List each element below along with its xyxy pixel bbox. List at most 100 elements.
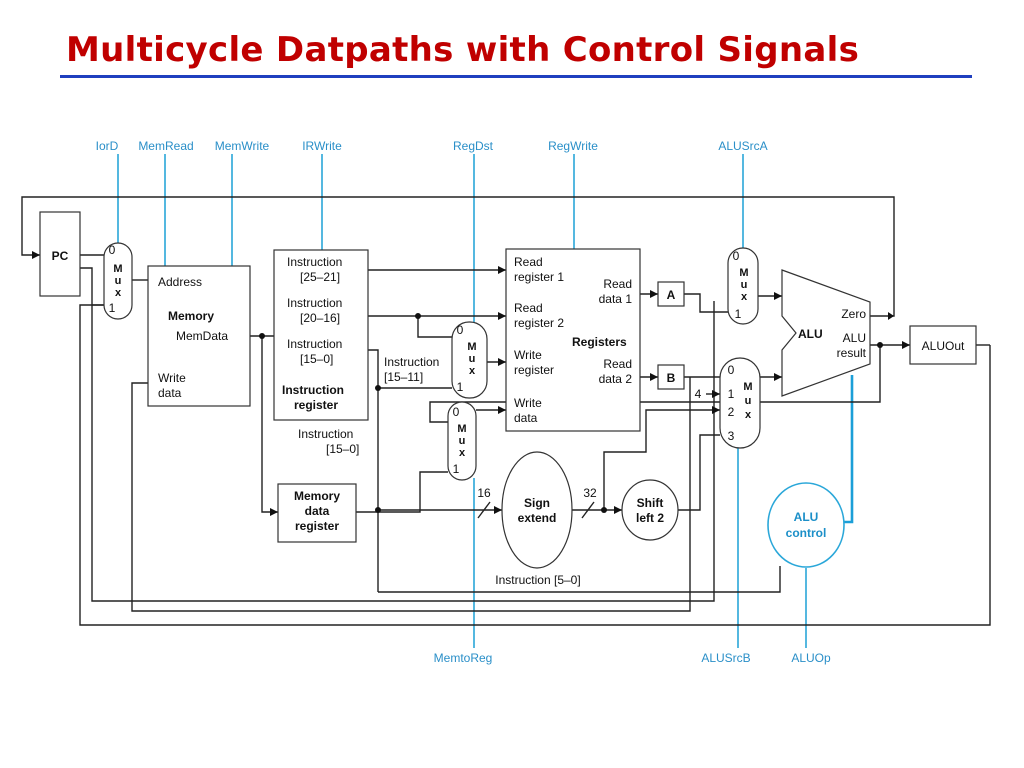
bus32-tick [581,501,595,519]
bus-width-32: 32 [583,486,597,500]
junction-dot [375,385,381,391]
alu-control-unit [767,482,845,568]
signal-regdst: RegDst [453,139,494,153]
mux-input-0: 0 [457,323,464,337]
instruction-register [273,249,369,421]
mux-input-1: 1 [453,462,460,476]
reg-read-reg2-line2: register 2 [514,316,564,330]
ir-title-line2: register [294,398,338,412]
register-b [657,364,685,390]
arrowhead [650,290,658,298]
ir-title-line1: Instruction [282,383,344,397]
arrowhead [498,406,506,414]
mux-label-u: u [459,435,466,447]
alu-result-line1: ALU [843,331,866,345]
memory-title: Memory [168,309,214,323]
signal-iord: IorD [96,139,119,153]
mux-label-m: M [743,381,752,393]
arrowhead [614,506,622,514]
instr-5-0-label: Instruction [5–0] [495,573,580,587]
arrowhead [498,266,506,274]
memory-data-label: data [158,386,182,400]
bus16-tick [477,501,491,519]
arrowhead [650,373,658,381]
signext-to-mux-wire [603,409,720,510]
funct-to-alucontrol-wire [378,566,781,593]
signal-regwrite: RegWrite [548,139,598,153]
alu-label: ALU [798,327,823,341]
mux-label-m: M [739,267,748,279]
arrowhead [712,390,720,398]
bus-width-16: 16 [477,486,491,500]
mux-input-1: 1 [109,301,116,315]
reg-read-reg2-line1: Read [514,301,543,315]
mux-input-1: 1 [735,307,742,321]
regdst-mux [451,321,488,399]
arrowhead [270,508,278,516]
arrowhead [498,358,506,366]
register-b-label: B [667,371,676,385]
reg-read-data2-line2: data 2 [599,372,633,386]
instr-15-0-label-line1: Instruction [298,427,353,441]
junction-dot [601,507,607,513]
mdr-line2: data [305,504,330,518]
mux-label-m: M [457,423,466,435]
sign-extend-unit [501,451,573,569]
mux-input-1: 1 [728,387,735,401]
mux-label-x: x [469,365,476,377]
arrowhead [774,373,782,381]
signal-memtoreg: MemtoReg [434,651,493,665]
ir-field3-line1: Instruction [287,337,342,351]
reg-write-reg-line2: register [514,363,554,377]
aluout-loop-wire [79,304,991,626]
arrowhead [902,341,910,349]
instr-15-0-label-line2: [15–0] [326,442,359,456]
aluout-register [909,325,977,365]
reg-write-reg-line1: Write [514,348,542,362]
a-to-mux-wire [684,293,728,313]
instr-15-11-label-line2: [15–11] [384,370,423,384]
shift-to-mux-wire [678,434,720,511]
alu-result-line2: result [837,346,867,360]
signal-memread: MemRead [138,139,193,153]
ir-field1-line2: [25–21] [300,270,340,284]
junction-dots [259,313,883,513]
mux-label-u: u [115,275,122,287]
ir-field1-line1: Instruction [287,255,342,269]
mux-input-0: 0 [733,249,740,263]
ir-field3-line2: [15–0] [300,352,333,366]
sign-extend-line2: extend [518,511,557,525]
alu-zero-label: Zero [841,307,866,321]
mux-label-x: x [745,409,752,421]
memory-address-label: Address [158,275,202,289]
aluout-label: ALUOut [922,339,965,353]
sign-extend-line1: Sign [524,496,550,510]
mdr-line1: Memory [294,489,340,503]
datapath-wires [21,196,991,626]
mdr-line3: register [295,519,339,533]
slide-title: Multicycle Datpaths with Control Signals [66,30,860,70]
arrowheads [32,251,910,516]
ir-field2-line1: Instruction [287,296,342,310]
memory-write-label: Write [158,371,186,385]
mux-input-1: 1 [457,380,464,394]
arrowhead [774,292,782,300]
register-file [505,248,641,432]
ir-field2-line2: [20–16] [300,311,340,325]
iord-mux [103,242,133,320]
shift-left-line2: left 2 [636,511,664,525]
alu-unit [781,269,871,397]
memory-memdata-label: MemData [176,329,228,343]
reg-write-data-line2: data [514,411,538,425]
mux-label-u: u [469,353,476,365]
control-lines [117,154,854,648]
mux-label-u: u [745,395,752,407]
alu-control-output-line [842,375,854,524]
signal-memwrite: MemWrite [215,139,270,153]
memory-data-register [277,483,357,543]
arrowhead [498,312,506,320]
reg-read-data1-line1: Read [603,277,632,291]
mux-label-m: M [467,341,476,353]
alusrca-mux [727,247,759,325]
pc-register [39,211,81,297]
